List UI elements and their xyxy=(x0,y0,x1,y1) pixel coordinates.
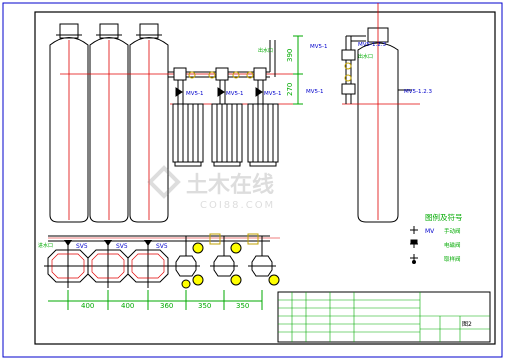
valve-label: MV5-1 xyxy=(226,91,244,97)
side-view: MV5-1 MV5-1.2.3 出水口 MV5-1 MV5-1.2.3 xyxy=(306,3,432,223)
valve-label: MV5-1.2.3 xyxy=(358,42,386,48)
manifold-piping xyxy=(168,40,276,104)
cartridge-filter-3 xyxy=(247,103,279,167)
dimension-label: 360 xyxy=(160,302,173,310)
dimension-label: 270 xyxy=(286,83,294,96)
dimension-label: 400 xyxy=(81,302,94,310)
plan-fittings xyxy=(181,242,280,289)
drawing-number: 图2 xyxy=(462,321,472,328)
legend-label: 手动阀 xyxy=(444,227,461,235)
watermark: 土木在线 COI88.COM xyxy=(147,165,275,211)
title-block: 图2 xyxy=(277,291,491,343)
legend-label: 取样阀 xyxy=(444,255,461,263)
valve-label: SV5 xyxy=(76,243,88,250)
side-piping xyxy=(341,35,412,104)
legend-title: 图例及符号 xyxy=(425,212,463,222)
plan-vessel-1 xyxy=(47,249,89,283)
filter-column-1 xyxy=(49,23,89,223)
legend-label: 电磁阀 xyxy=(444,241,461,249)
outlet-label: 出水口 xyxy=(358,53,373,60)
valve-label: MV5-1 xyxy=(310,44,328,50)
valve-label: MV5-1.2.3 xyxy=(404,89,432,95)
plan-cartridges xyxy=(172,236,276,277)
manual-valve-symbol-icon xyxy=(410,226,418,234)
plan-vessel-3 xyxy=(127,249,169,283)
pipe-fitting xyxy=(208,71,216,79)
plan-view: 进水口 SV5 SV5 SV5 xyxy=(38,233,280,310)
pipe-fitting xyxy=(246,71,254,79)
vertical-dimension xyxy=(293,35,303,105)
legend: 图例及符号 MV 手动阀 电磁阀 取样阀 xyxy=(410,212,463,264)
drawing-border xyxy=(34,11,496,345)
outlet-label: 出水口 xyxy=(258,47,273,54)
cartridge-filter-2 xyxy=(211,103,243,167)
watermark-url: COI88.COM xyxy=(200,200,275,211)
front-view: MV5-1 MV5-1 MV5-1 出水口 390 270 xyxy=(49,23,303,223)
valve-label: SV5 xyxy=(116,243,128,250)
plan-vessels xyxy=(44,245,172,288)
plan-valve-icons xyxy=(64,240,152,246)
valve-label: SV5 xyxy=(156,243,168,250)
cartridge-filter-1 xyxy=(172,103,204,167)
legend-symbol: MV xyxy=(425,228,435,235)
valve-icon xyxy=(217,87,225,97)
cartridge-filters xyxy=(172,103,279,167)
dimension-label: 350 xyxy=(236,302,249,310)
valve-label: MV5-1 xyxy=(186,91,204,97)
filter-column-3 xyxy=(129,23,169,223)
plan-vessel-2 xyxy=(87,249,129,283)
pipe-fitting xyxy=(232,71,240,79)
manual-valve-icons xyxy=(175,87,263,97)
outer-frame xyxy=(2,2,503,358)
dimension-label: 390 xyxy=(286,49,294,62)
plan-header-pipes xyxy=(48,235,270,242)
valve-icon xyxy=(255,87,263,97)
inlet-label: 进水口 xyxy=(38,242,53,249)
watermark-brand: 土木在线 xyxy=(186,172,274,198)
valve-label: MV5-1 xyxy=(264,91,282,97)
dimension-label: 350 xyxy=(198,302,211,310)
pipe-fitting xyxy=(188,71,196,79)
filter-column-2 xyxy=(89,23,129,223)
valve-icon xyxy=(175,87,183,97)
valve-label: MV5-1 xyxy=(306,89,324,95)
side-filter-column xyxy=(357,42,399,223)
dimension-label: 400 xyxy=(121,302,134,310)
bottom-dimension-line xyxy=(48,290,263,310)
watermark-logo-icon xyxy=(147,165,181,199)
